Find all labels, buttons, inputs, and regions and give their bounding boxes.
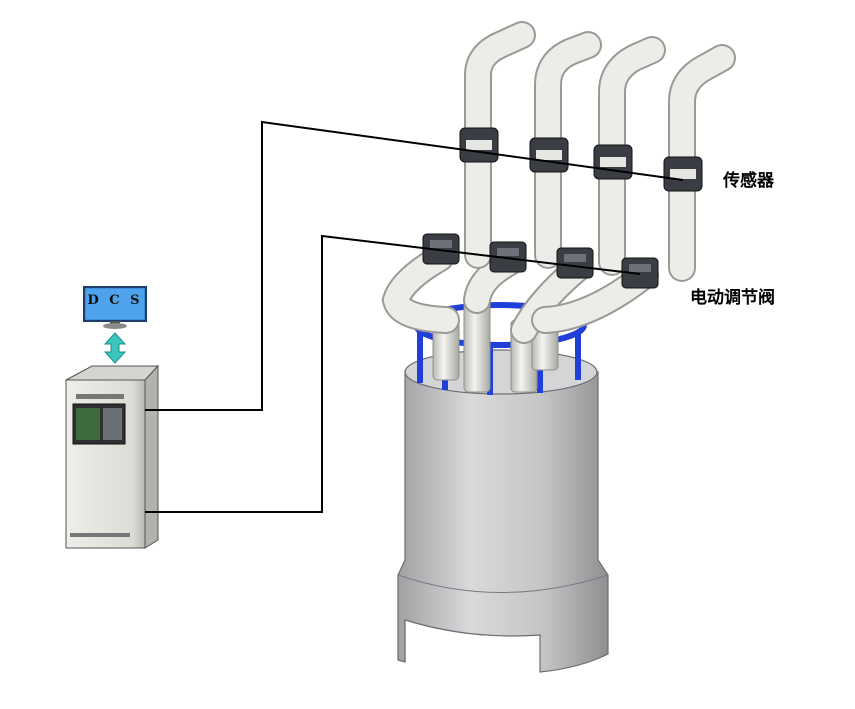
valve-label: 电动调节阀 (690, 288, 775, 308)
sensor-label: 传感器 (723, 171, 774, 191)
valve-icon (556, 247, 594, 279)
vessel (397, 349, 609, 673)
pipes-vertical (464, 21, 736, 282)
control-cabinet (65, 364, 160, 549)
monitor-icon (83, 286, 147, 329)
sensor-wire (145, 120, 684, 411)
sensor-flanges (459, 127, 703, 192)
signal-wires (145, 120, 684, 513)
double-arrow-icon (103, 332, 127, 364)
valve-wire (145, 234, 641, 513)
monitor-dcs-label: D C S (87, 293, 143, 308)
